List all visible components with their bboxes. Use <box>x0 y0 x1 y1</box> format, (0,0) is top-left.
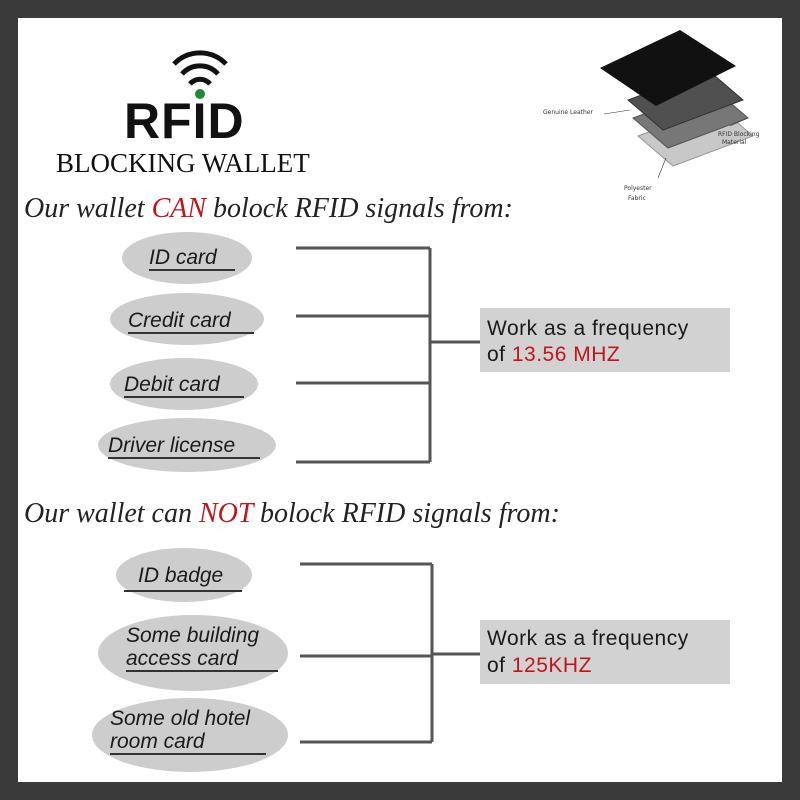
layer-label-polyester-line2: Fabric <box>628 195 646 202</box>
frequency-can-prefix: of <box>487 343 512 366</box>
layer-label-polyester-line1: Polyester <box>624 185 652 192</box>
frequency-cannot-line2: of 125KHZ <box>487 655 592 676</box>
item-underline-building <box>126 670 278 672</box>
heading-can-post: bolock RFID signals from: <box>206 193 513 224</box>
layer-label-rfid-line1: RFID Blocking <box>718 131 760 138</box>
item-underline-credit-card <box>128 332 254 334</box>
item-oval-credit-card <box>110 293 264 345</box>
logo-subtitle: BLOCKING WALLET <box>56 148 310 178</box>
item-label-credit-card: Credit card <box>128 309 231 332</box>
heading-cannot-pre: Our wallet can <box>24 498 199 529</box>
item-underline-id-card <box>149 269 235 271</box>
frequency-box-cannot <box>480 620 730 684</box>
frequency-can-line1: Work as a frequency <box>487 317 689 340</box>
heading-can-pre: Our wallet <box>24 193 152 224</box>
item-underline-id-badge <box>124 590 242 592</box>
frequency-cannot-line1: Work as a frequency <box>487 627 689 650</box>
item-label-id-badge: ID badge <box>138 564 224 587</box>
frequency-can-value: 13.56 MHZ <box>511 343 621 366</box>
item-label-id-card: ID card <box>149 246 217 269</box>
item-underline-debit-card <box>124 396 244 398</box>
item-label-driver-license: Driver license <box>108 434 236 457</box>
frequency-box-can <box>480 308 730 372</box>
item-underline-hotel <box>110 753 266 755</box>
infographic-panel: RFID BLOCKING WALLET Genuine Leather RFI… <box>18 18 782 782</box>
item-oval-building-card <box>98 615 288 691</box>
heading-can-highlight: CAN <box>151 193 207 224</box>
item-oval-id-badge <box>116 548 252 602</box>
item-label-hotel-line2: room card <box>110 730 205 753</box>
material-layers-diagram <box>600 30 754 179</box>
item-oval-driver-license <box>98 418 276 472</box>
heading-cannot: Our wallet can NOT bolock RFID signals f… <box>24 500 560 528</box>
item-label-hotel-line1: Some old hotel <box>110 707 251 730</box>
item-label-debit-card: Debit card <box>124 373 220 396</box>
heading-can: Our wallet CAN bolock RFID signals from: <box>24 195 513 223</box>
frequency-cannot-prefix: of <box>487 654 512 677</box>
frequency-cannot-value: 125KHZ <box>511 654 592 677</box>
item-label-building-line2: access card <box>126 647 239 670</box>
layer-label-leather: Genuine Leather <box>543 109 593 116</box>
heading-cannot-highlight: NOT <box>199 498 253 529</box>
bracket-lines-can <box>296 246 484 464</box>
item-underline-driver-license <box>108 457 260 459</box>
heading-cannot-post: bolock RFID signals from: <box>252 498 560 529</box>
item-oval-hotel-card <box>92 698 288 772</box>
item-oval-debit-card <box>110 358 258 410</box>
layer-label-rfid-line2: Material <box>722 139 747 146</box>
frequency-can-line2: of 13.56 MHZ <box>487 344 620 365</box>
bracket-lines-cannot <box>300 562 484 744</box>
item-oval-id-card <box>122 232 252 284</box>
logo-title: RFID <box>124 93 245 149</box>
wifi-signal-icon <box>172 50 228 99</box>
item-label-building-line1: Some building <box>126 624 260 647</box>
